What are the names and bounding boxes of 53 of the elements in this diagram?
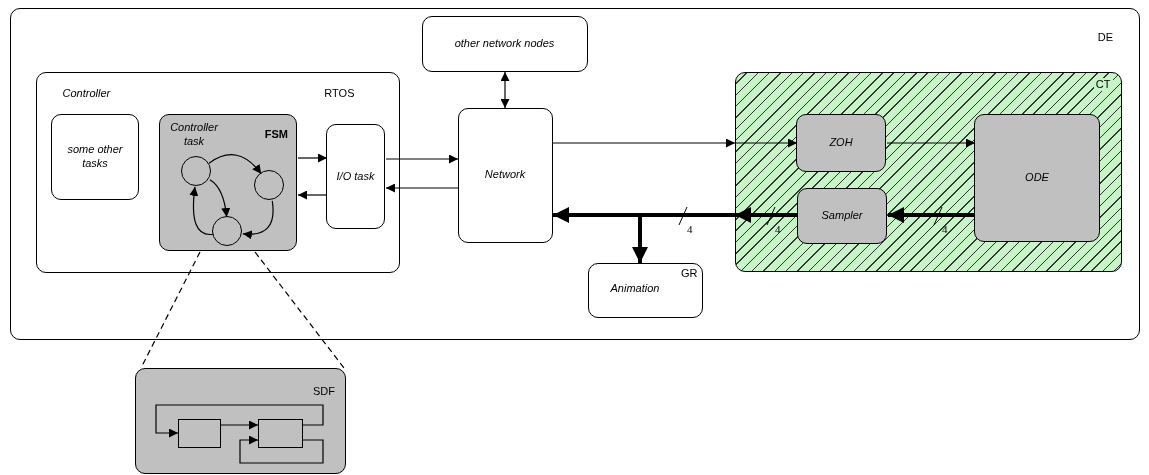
arrow: [385, 154, 459, 164]
process-box: [587, 262, 703, 318]
arrow: [500, 71, 510, 109]
actor-box: [177, 418, 221, 448]
arrow: [155, 404, 324, 438]
process-box: [974, 114, 1100, 242]
process-box: [457, 107, 553, 243]
box-label: Controller: [62, 86, 111, 101]
container-box: [10, 8, 1140, 340]
arrow: [189, 186, 214, 236]
arrow: [220, 420, 259, 430]
actor-box: [257, 418, 303, 448]
container-box: [35, 71, 400, 273]
arrow: [208, 154, 262, 175]
box-label: ODE: [1025, 171, 1049, 185]
box-label: DE: [1097, 31, 1113, 45]
box-label: I/O task: [336, 169, 375, 184]
state-machine-box: [159, 114, 297, 251]
state-circle: [180, 155, 211, 186]
state-circle: [211, 215, 242, 246]
box-label: ZOH: [829, 136, 853, 150]
box-label: Sampler: [821, 209, 863, 223]
bus-width-label: 4: [942, 223, 948, 235]
state-circle: [253, 169, 284, 200]
arrow: [888, 207, 975, 223]
task-box: [51, 114, 139, 200]
box-label: Network: [484, 168, 526, 182]
arrow: [552, 139, 798, 148]
dashed-line: [254, 251, 345, 369]
box-label: Animation: [610, 281, 660, 296]
arrow: [297, 190, 328, 200]
dataflow-box: [135, 368, 346, 474]
box-label: FSM: [264, 128, 288, 142]
box-label: some other tasks: [66, 143, 124, 171]
arrow: [297, 153, 328, 163]
box-label: GR: [681, 266, 698, 281]
box-label: CT: [1093, 77, 1113, 92]
process-box: [421, 15, 588, 72]
arrow: [242, 200, 274, 239]
arrow: [239, 435, 324, 464]
box-label: RTOS: [324, 86, 355, 101]
process-box: [797, 188, 887, 244]
box-label: SDF: [313, 385, 335, 399]
bus-width-label: 4: [775, 223, 781, 235]
box-label: other network nodes: [454, 36, 555, 51]
box-label: Controller task: [169, 121, 219, 149]
bus-width-label: 4: [687, 223, 693, 235]
hatched-region: [734, 71, 1122, 272]
arrow: [209, 179, 231, 218]
arrow: [886, 138, 976, 148]
task-box: [326, 124, 385, 229]
arrow: [385, 183, 459, 193]
process-box: [796, 114, 886, 172]
